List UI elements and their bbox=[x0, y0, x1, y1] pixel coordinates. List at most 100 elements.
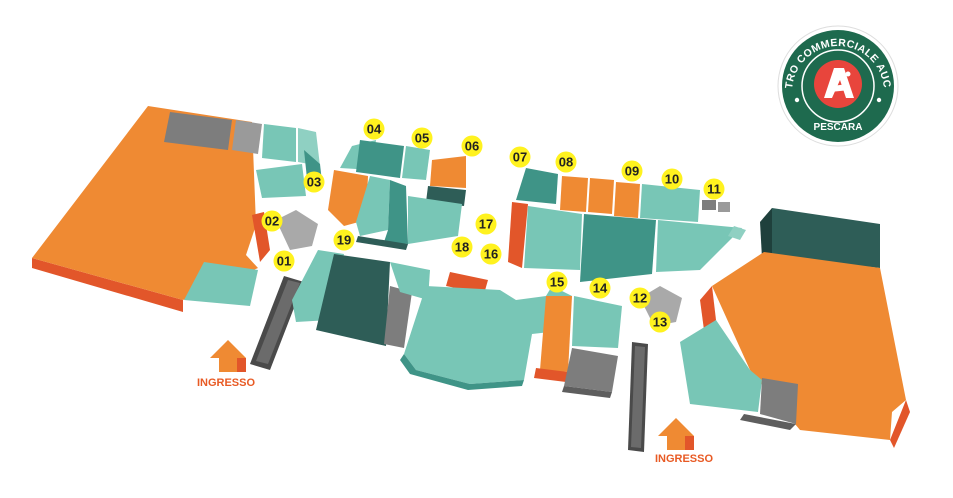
marker-circle[interactable] bbox=[363, 118, 385, 140]
central-atrium-dark bbox=[400, 354, 524, 390]
store-19-dark[interactable] bbox=[316, 254, 390, 346]
store-marker-06[interactable]: 06 bbox=[461, 135, 483, 157]
store-west-teal-2[interactable] bbox=[298, 128, 320, 166]
hypermarket-west-side bbox=[32, 258, 183, 312]
store-marker-02[interactable]: 02 bbox=[261, 210, 283, 232]
north-central-block bbox=[328, 140, 466, 250]
store-north-teal-1[interactable] bbox=[356, 176, 390, 236]
store-west-gray-2[interactable] bbox=[232, 120, 262, 154]
store-east-gray-side bbox=[740, 414, 796, 430]
store-north-teal-2[interactable] bbox=[408, 196, 462, 244]
store-06[interactable] bbox=[430, 156, 466, 188]
store-marker-07[interactable]: 07 bbox=[509, 146, 531, 168]
store-north-teal-dark[interactable] bbox=[384, 180, 408, 244]
store-east-gray[interactable] bbox=[760, 378, 798, 424]
store-15-side bbox=[534, 368, 568, 382]
store-18[interactable] bbox=[446, 272, 488, 294]
store-marker-14[interactable]: 14 bbox=[589, 277, 611, 299]
store-east-teal[interactable] bbox=[680, 320, 762, 412]
store-central-gray-2[interactable] bbox=[564, 348, 618, 392]
store-marker-13[interactable]: 13 bbox=[649, 311, 671, 333]
store-03-orange[interactable] bbox=[328, 170, 368, 226]
marker-circle[interactable] bbox=[629, 287, 651, 309]
marker-circle[interactable] bbox=[461, 135, 483, 157]
store-marker-08[interactable]: 08 bbox=[555, 151, 577, 173]
store-west-gray-1[interactable] bbox=[164, 112, 232, 150]
marker-circle[interactable] bbox=[261, 210, 283, 232]
store-ne-teal-dark[interactable] bbox=[580, 214, 656, 282]
marker-circle[interactable] bbox=[555, 151, 577, 173]
marker-circle[interactable] bbox=[703, 178, 725, 200]
west-escalator bbox=[250, 276, 304, 370]
store-07[interactable] bbox=[516, 168, 558, 204]
store-08[interactable] bbox=[560, 176, 588, 212]
store-central-gray[interactable] bbox=[384, 286, 412, 348]
store-ne-teal-left[interactable] bbox=[524, 206, 582, 270]
east-block bbox=[680, 208, 910, 448]
store-marker-10[interactable]: 10 bbox=[661, 168, 683, 190]
marker-circle[interactable] bbox=[649, 311, 671, 333]
store-marker-05[interactable]: 05 bbox=[411, 127, 433, 149]
store-09[interactable] bbox=[614, 182, 640, 218]
marker-circle[interactable] bbox=[451, 236, 473, 258]
marker-circle[interactable] bbox=[589, 277, 611, 299]
store-11-b[interactable] bbox=[718, 202, 730, 212]
store-marker-01[interactable]: 01 bbox=[273, 250, 295, 272]
marker-circle[interactable] bbox=[411, 127, 433, 149]
store-marker-16[interactable]: 16 bbox=[480, 243, 502, 265]
store-04[interactable] bbox=[356, 140, 404, 178]
marker-circle[interactable] bbox=[661, 168, 683, 190]
entrance-label: INGRESSO bbox=[655, 453, 714, 465]
store-marker-18[interactable]: 18 bbox=[451, 236, 473, 258]
store-west-teal-1[interactable] bbox=[262, 124, 296, 162]
marker-circle[interactable] bbox=[303, 171, 325, 193]
store-marker-15[interactable]: 15 bbox=[546, 271, 568, 293]
store-west-teal-3[interactable] bbox=[256, 164, 306, 198]
store-central-gray-2-side bbox=[562, 386, 612, 398]
central-block bbox=[292, 250, 622, 398]
store-marker-12[interactable]: 12 bbox=[629, 287, 651, 309]
marker-circle[interactable] bbox=[546, 271, 568, 293]
central-atrium[interactable] bbox=[404, 286, 572, 384]
store-07-side[interactable] bbox=[508, 202, 528, 268]
marker-circle[interactable] bbox=[333, 229, 355, 251]
store-marker-04[interactable]: 04 bbox=[363, 118, 385, 140]
west-block bbox=[32, 106, 322, 312]
store-east-dark[interactable] bbox=[772, 208, 880, 268]
store-14[interactable] bbox=[572, 296, 622, 348]
east-escalator bbox=[628, 342, 648, 452]
store-marker-03[interactable]: 03 bbox=[303, 171, 325, 193]
store-central-teal-1[interactable] bbox=[390, 262, 430, 300]
hypermarket-east-edge bbox=[700, 286, 716, 330]
store-15[interactable] bbox=[540, 296, 572, 372]
logo-arc-text: CENTRO COMMERCIALE AUCHAN bbox=[0, 0, 893, 89]
store-ne-teal-right[interactable] bbox=[656, 220, 742, 272]
logo-city: PESCARA bbox=[814, 122, 863, 133]
marker-circle[interactable] bbox=[509, 146, 531, 168]
marker-circle[interactable] bbox=[273, 250, 295, 272]
store-10[interactable] bbox=[640, 184, 700, 222]
store-05[interactable] bbox=[402, 146, 430, 180]
kiosk-02[interactable] bbox=[276, 210, 318, 250]
entrance-east[interactable]: INGRESSO bbox=[655, 418, 714, 465]
store-north-side bbox=[356, 236, 408, 250]
hypermarket-east[interactable] bbox=[712, 252, 906, 440]
hypermarket-east-side bbox=[890, 400, 910, 448]
marker-circle[interactable] bbox=[480, 243, 502, 265]
store-marker-17[interactable]: 17 bbox=[475, 213, 497, 235]
marker-circle[interactable] bbox=[475, 213, 497, 235]
store-west-teal-bottom[interactable] bbox=[184, 262, 258, 306]
store-east-dark-side bbox=[760, 208, 772, 258]
store-marker-11[interactable]: 11 bbox=[703, 178, 725, 200]
store-ne-teal-tip bbox=[728, 226, 746, 240]
kiosk-12[interactable] bbox=[640, 286, 682, 326]
entrance-west[interactable]: INGRESSO bbox=[197, 340, 256, 389]
store-08b[interactable] bbox=[588, 178, 614, 214]
store-marker-09[interactable]: 09 bbox=[621, 160, 643, 182]
marker-circle[interactable] bbox=[621, 160, 643, 182]
entrance-label: INGRESSO bbox=[197, 377, 256, 389]
store-marker-19[interactable]: 19 bbox=[333, 229, 355, 251]
store-11-a[interactable] bbox=[702, 200, 716, 210]
hypermarket-west[interactable] bbox=[32, 106, 258, 300]
